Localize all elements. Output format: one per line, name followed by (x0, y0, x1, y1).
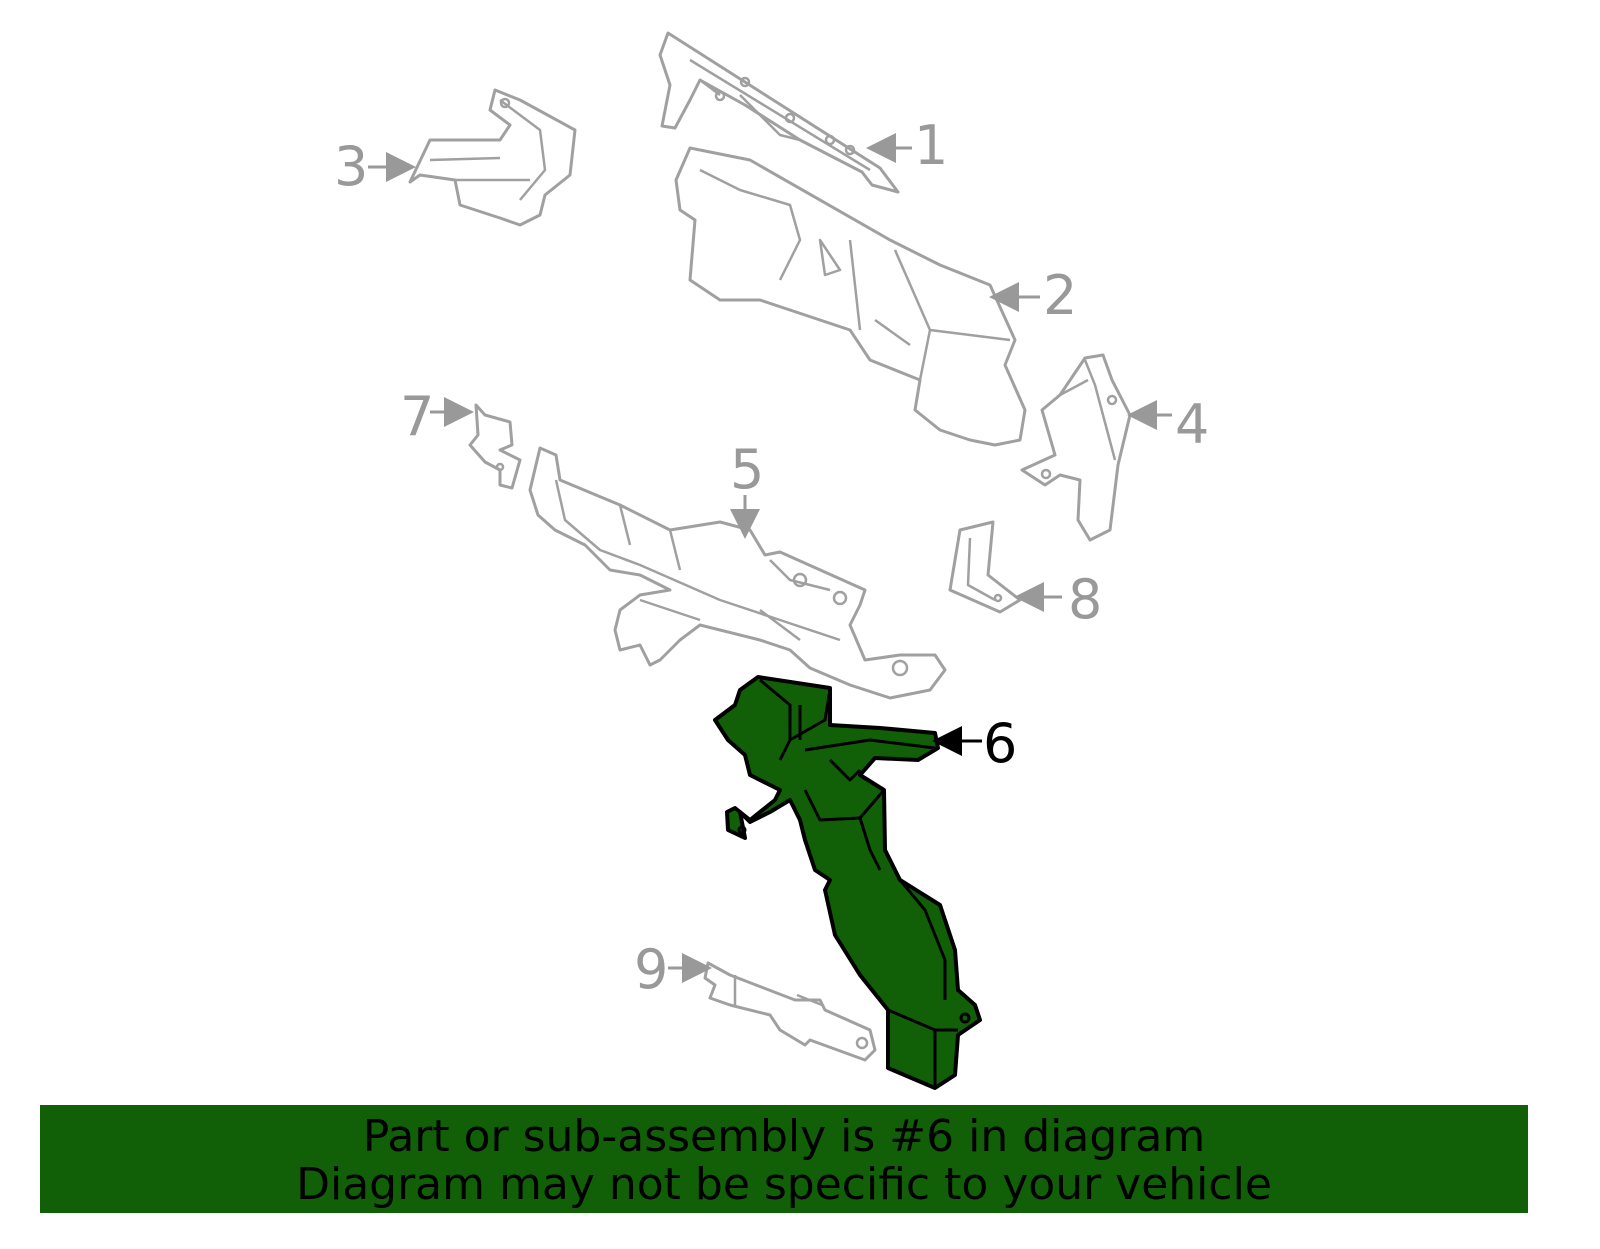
part-2-dash-panel[interactable] (674, 146, 1027, 447)
banner-line-1: Part or sub-assembly is #6 in diagram (362, 1111, 1206, 1162)
info-banner: Part or sub-assembly is #6 in diagram Di… (40, 1105, 1528, 1213)
part-6-air-duct[interactable] (713, 675, 982, 1090)
part-1-bracket[interactable] (658, 31, 900, 194)
callout-8: 8 (1068, 568, 1102, 631)
callout-5: 5 (730, 438, 764, 501)
part-8-bracket[interactable] (948, 520, 1022, 614)
callout-3: 3 (334, 135, 368, 198)
banner-line-2: Diagram may not be specific to your vehi… (296, 1159, 1272, 1210)
callout-2: 2 (1043, 264, 1077, 327)
callout-4: 4 (1175, 393, 1209, 456)
callout-6: 6 (983, 712, 1017, 775)
part-7-bracket[interactable] (468, 403, 522, 490)
callout-7: 7 (400, 385, 434, 448)
callout-1: 1 (914, 114, 948, 177)
part-3-bracket[interactable] (408, 88, 577, 227)
part-4-bracket[interactable] (1020, 353, 1132, 542)
part-9-bracket[interactable] (703, 961, 877, 1062)
callout-9: 9 (634, 938, 668, 1001)
